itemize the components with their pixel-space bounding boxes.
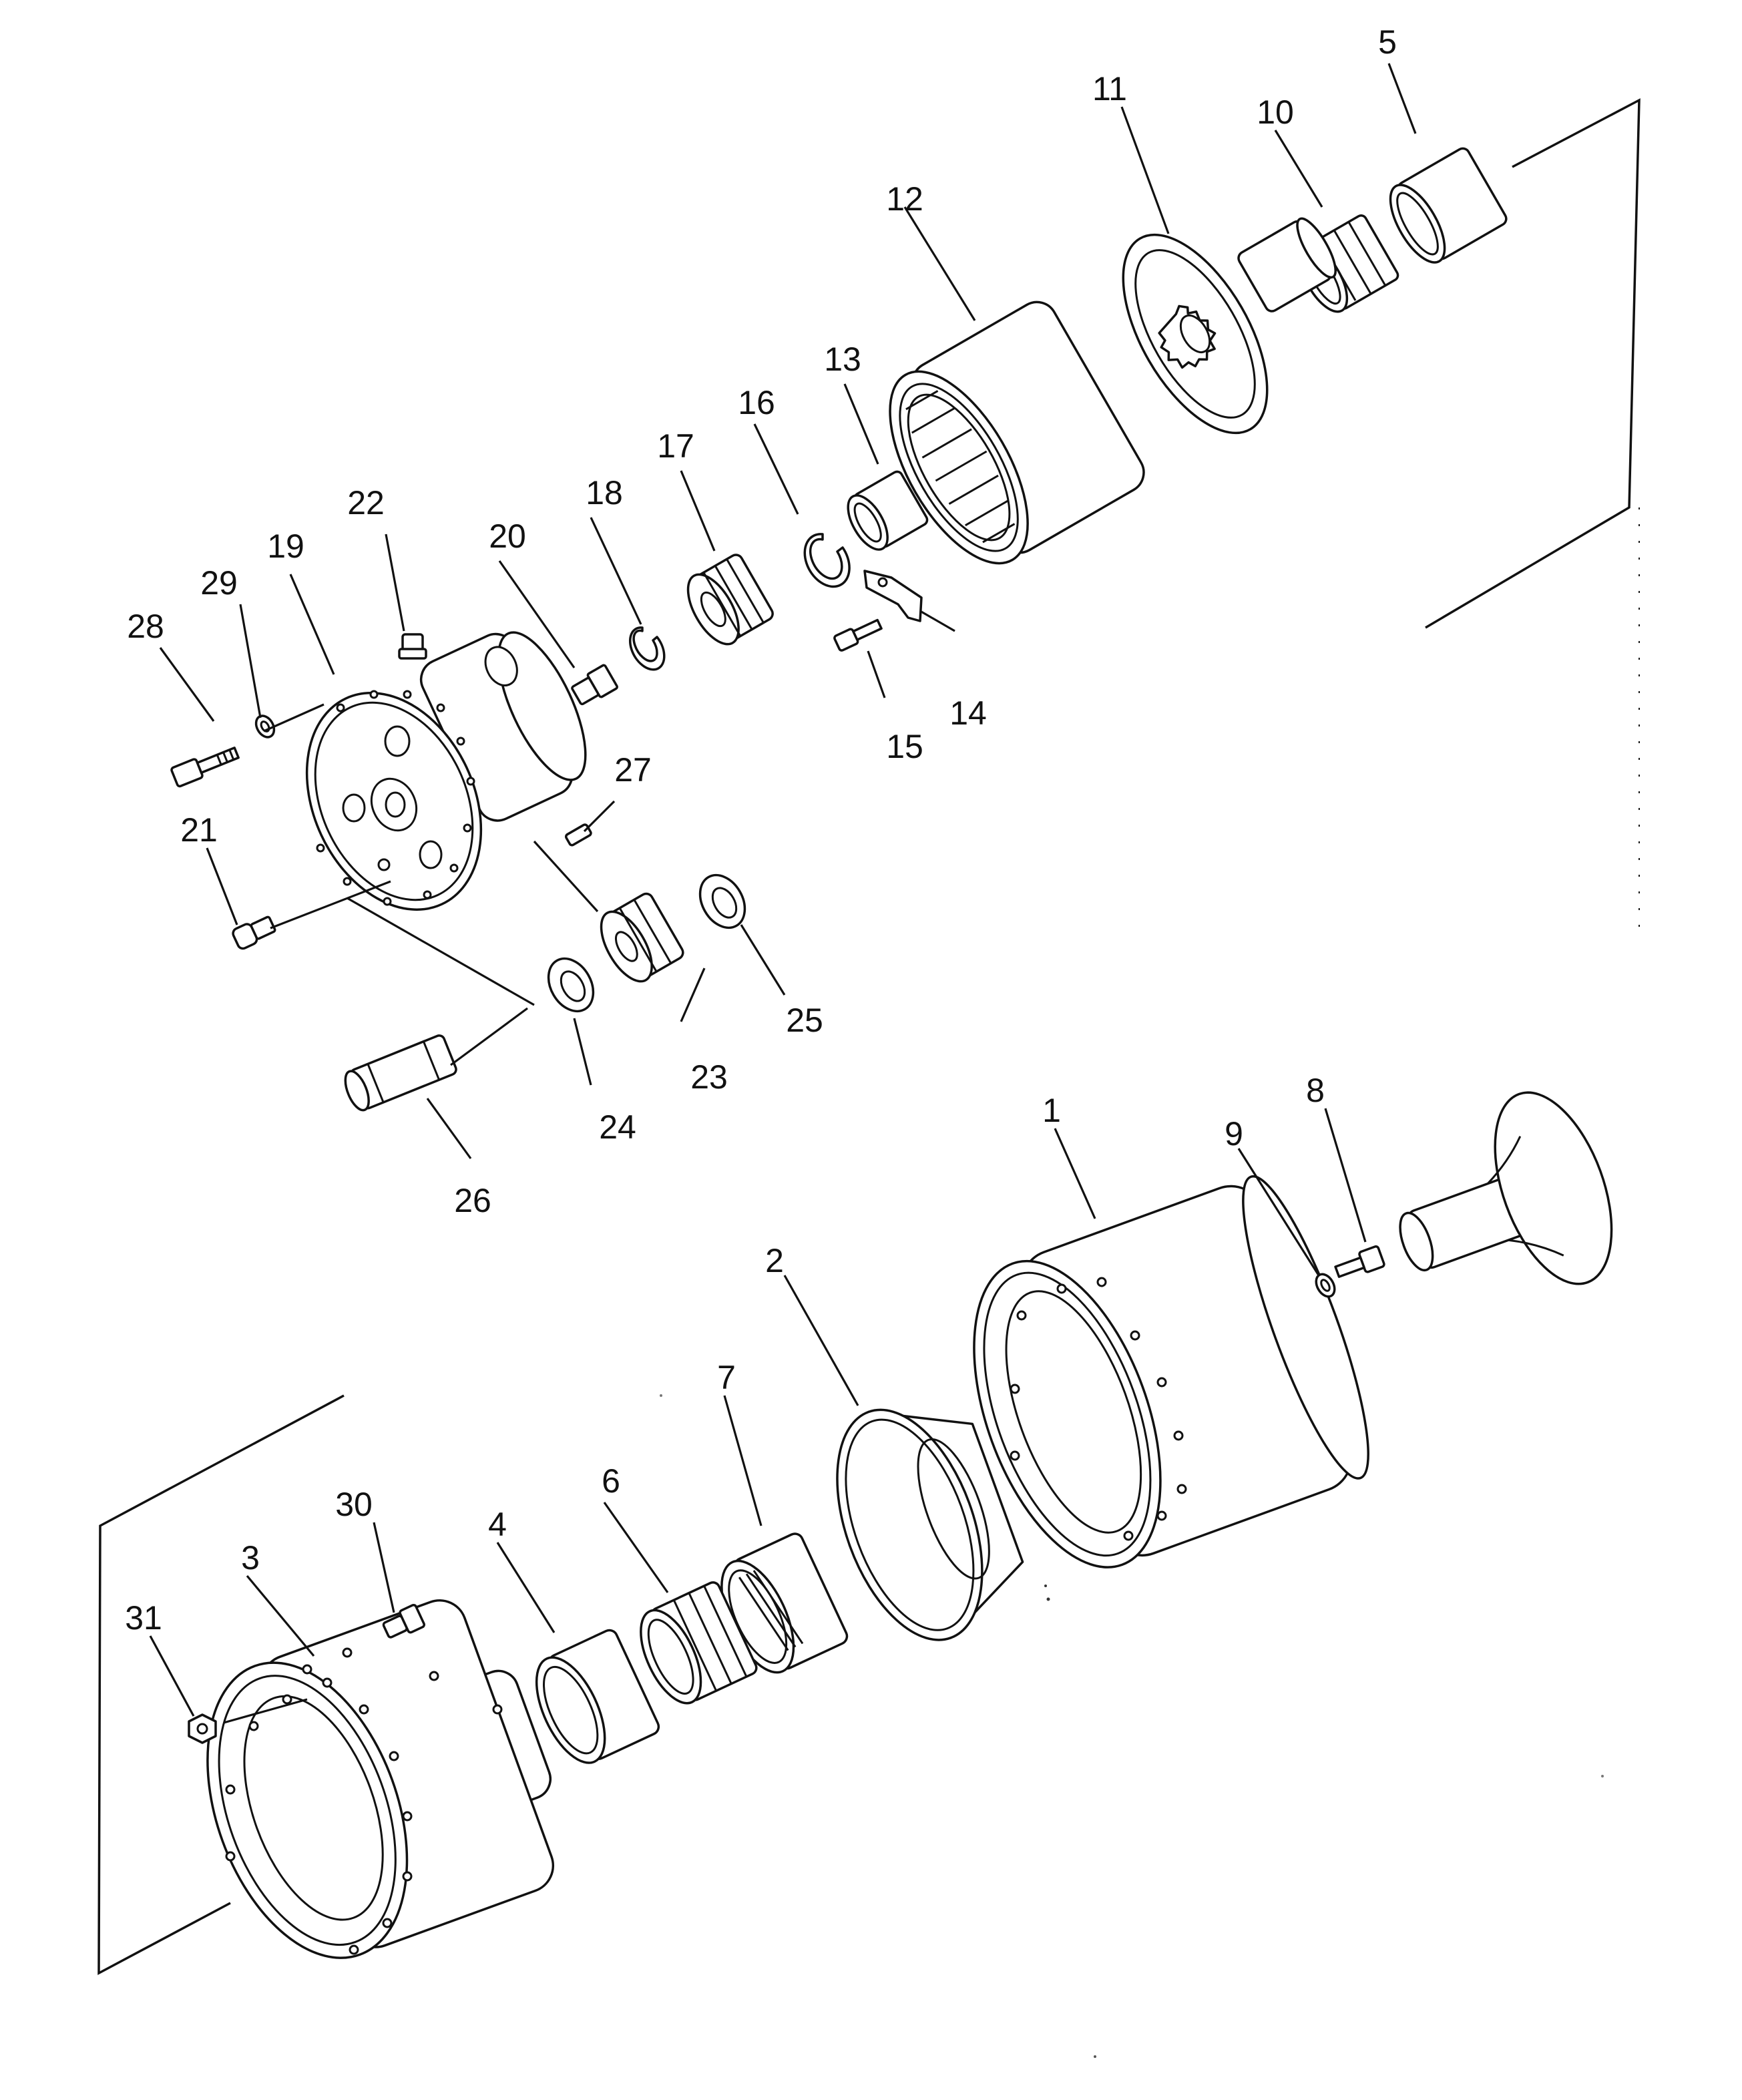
part-3-hub	[206, 1599, 555, 1959]
callout-4: 4	[488, 1506, 507, 1543]
callout-27: 27	[614, 751, 652, 789]
callout-14: 14	[949, 694, 987, 732]
callout-5: 5	[1378, 23, 1397, 61]
callout-13: 13	[824, 341, 861, 378]
carrier-bolt-holes	[316, 690, 475, 906]
part-19-planet-carrier	[305, 631, 587, 911]
part-4-bearing-cup	[535, 1629, 660, 1764]
callout-17: 17	[657, 427, 694, 465]
part-14-lock-plate	[863, 570, 923, 622]
part-2-cover	[836, 1408, 1024, 1641]
callout-10: 10	[1257, 93, 1294, 131]
part-23-planet-gear	[600, 892, 684, 983]
callout-12: 12	[886, 180, 923, 218]
callout-11: 11	[1092, 70, 1127, 108]
part-25-thrust-washer	[698, 873, 746, 929]
callout-20: 20	[489, 517, 526, 555]
part-15-bolt	[833, 618, 883, 652]
part-22-plug	[398, 633, 427, 660]
leader-lines	[149, 63, 1417, 1724]
part-18-snap-ring	[628, 626, 666, 671]
callout-3: 3	[241, 1539, 260, 1577]
callout-31: 31	[125, 1599, 162, 1637]
part-24-thrust-washer	[547, 957, 595, 1013]
part-12-ring-gear	[889, 300, 1145, 565]
part-16-snap-ring	[803, 533, 851, 588]
callout-2: 2	[765, 1242, 784, 1279]
part-9-washer	[1315, 1273, 1336, 1298]
callout-26: 26	[454, 1182, 491, 1219]
part-28-bolt	[170, 747, 240, 788]
part-21-plug	[232, 915, 276, 950]
part-11-spur-gear	[1122, 217, 1337, 435]
part-31-nut	[188, 1713, 217, 1744]
callout-24: 24	[599, 1108, 636, 1146]
assembly-frame-upper	[1425, 98, 1641, 629]
part-1-drum	[973, 1175, 1369, 1568]
callout-30: 30	[335, 1486, 373, 1523]
drum-bolt-holes	[1010, 1277, 1187, 1541]
callout-22: 22	[347, 484, 385, 521]
part-8-bolt	[1334, 1245, 1385, 1278]
part-20-plug	[571, 664, 618, 706]
callout-16: 16	[738, 384, 775, 421]
callout-18: 18	[586, 474, 623, 511]
callout-9: 9	[1225, 1115, 1243, 1152]
part-26-shaft	[344, 1034, 457, 1112]
part-7-bearing-cup	[720, 1532, 849, 1674]
callout-labels: 1 2 3 4 5 6 7 8 9 10 11 12 13 14 15 16 1…	[125, 23, 1397, 1637]
part-17-pinion-gear	[686, 554, 774, 646]
callout-28: 28	[127, 608, 164, 645]
callout-21: 21	[180, 811, 218, 849]
callout-1: 1	[1042, 1092, 1061, 1129]
callout-23: 23	[690, 1058, 728, 1096]
part-6-bearing-cone	[640, 1581, 758, 1705]
part-5-bearing-cup	[1389, 147, 1508, 264]
spindle	[1399, 1091, 1613, 1285]
assembly-frame-lower	[97, 1394, 345, 1975]
part-30-stud	[382, 1603, 425, 1639]
callout-19: 19	[267, 528, 304, 565]
callout-15: 15	[886, 728, 923, 765]
callout-6: 6	[602, 1462, 620, 1500]
callout-7: 7	[717, 1359, 736, 1396]
part-13-bushing	[847, 470, 929, 551]
callout-8: 8	[1306, 1072, 1325, 1109]
scan-speckle	[660, 1394, 1604, 2058]
part-29-washer	[254, 714, 276, 739]
callout-29: 29	[200, 564, 238, 602]
hub-bolt-holes	[225, 1647, 503, 1955]
callout-25: 25	[786, 1002, 823, 1039]
